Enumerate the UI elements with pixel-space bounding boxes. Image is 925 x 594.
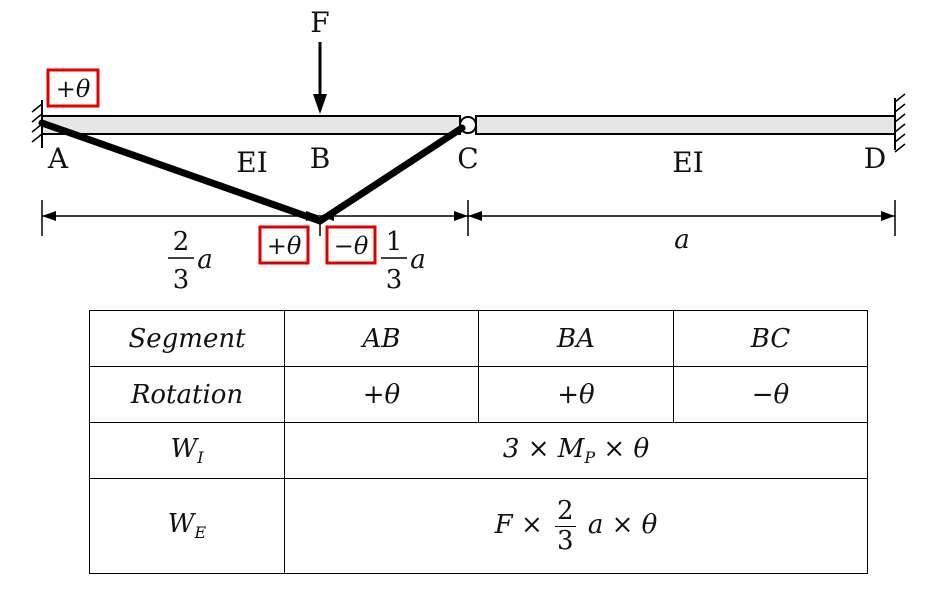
- fixed-support-right: [894, 93, 906, 153]
- beam-segment-ac: [41, 115, 461, 135]
- table-row-rotation: Rotation +θ +θ −θ: [89, 366, 868, 423]
- internal-work-expression: 3 × MP × θ: [284, 422, 868, 479]
- virtual-work-table: Segment AB BA BC Rotation +θ +θ −θ WI 3 …: [89, 310, 868, 574]
- force-label: F: [310, 6, 329, 39]
- svg-text:+θ: +θ: [267, 232, 302, 260]
- segment-ba: BA: [478, 310, 674, 367]
- svg-text:3: 3: [173, 265, 190, 295]
- segment-ab: AB: [284, 310, 479, 367]
- rotation-row-label: Rotation: [89, 366, 285, 423]
- external-work-label: WE: [89, 478, 285, 574]
- dimension-label-left: 2 3 a: [168, 227, 213, 295]
- dimension-line: [41, 200, 896, 236]
- point-label-c: C: [457, 142, 478, 175]
- svg-text:a: a: [197, 245, 213, 275]
- rotation-bc: −θ: [673, 366, 868, 423]
- segment-row-label: Segment: [89, 310, 285, 367]
- table-row-segment: Segment AB BA BC: [89, 310, 868, 367]
- svg-text:−θ: −θ: [334, 232, 369, 260]
- beam-segment-cd: [475, 115, 896, 135]
- rotation-ba: +θ: [478, 366, 674, 423]
- external-work-expression: F × 2 3 a × θ: [284, 478, 868, 574]
- dimension-label-right: a: [674, 225, 690, 255]
- force-arrow: [313, 42, 327, 114]
- segment-bc: BC: [673, 310, 868, 367]
- svg-text:2: 2: [173, 227, 190, 257]
- stiffness-label-right: EI: [672, 146, 704, 179]
- svg-text:1: 1: [386, 227, 403, 257]
- point-label-b: B: [310, 142, 331, 175]
- internal-work-label: WI: [89, 422, 285, 479]
- table-row-external-work: WE F × 2 3 a × θ: [89, 478, 868, 574]
- svg-text:3: 3: [386, 265, 403, 295]
- point-label-a: A: [47, 142, 69, 175]
- rotation-box-a: +θ: [46, 68, 100, 108]
- svg-text:a: a: [410, 245, 426, 275]
- table-row-internal-work: WI 3 × MP × θ: [89, 422, 868, 479]
- external-work-fraction: 2 3: [555, 495, 576, 556]
- rotation-box-b-right: −θ: [325, 225, 377, 265]
- mechanism-line-bc: [316, 124, 466, 225]
- stiffness-label-left: EI: [236, 146, 268, 179]
- rotation-ab: +θ: [284, 366, 479, 423]
- rotation-box-b-left: +θ: [258, 225, 310, 265]
- dimension-label-mid: 1 3 a: [381, 227, 426, 295]
- mechanism-line-ab: [38, 119, 324, 225]
- point-label-d: D: [864, 142, 886, 175]
- svg-text:+θ: +θ: [56, 75, 91, 103]
